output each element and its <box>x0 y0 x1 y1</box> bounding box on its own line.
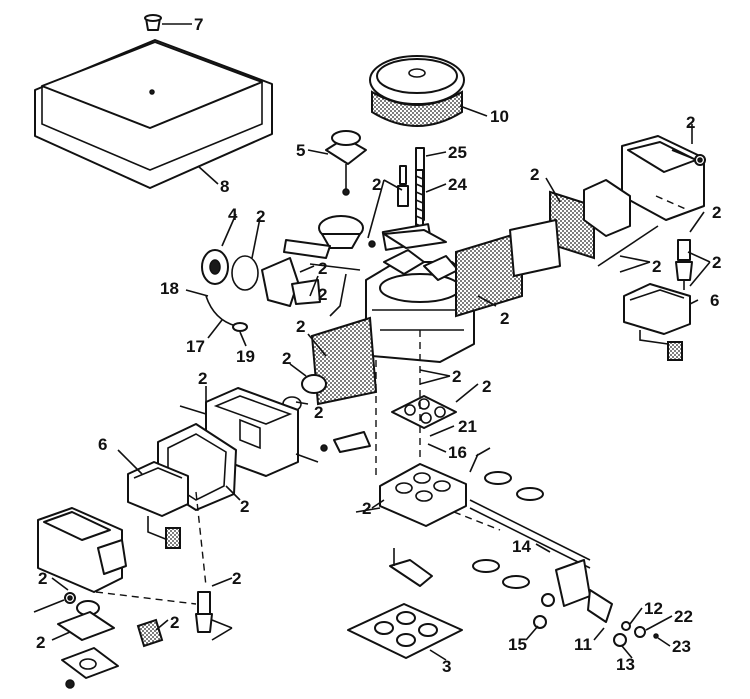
bowl-screw-right <box>671 149 706 166</box>
callout-2-e: 2 <box>652 257 661 276</box>
fuel-bowl-rod-part <box>597 225 659 267</box>
nut-13 <box>613 633 627 647</box>
callout-2-b: 2 <box>530 165 539 184</box>
throttle-shaft-part <box>469 471 591 589</box>
thermostat-cover-part <box>201 249 259 291</box>
callout-25: 25 <box>448 143 467 162</box>
leader-lines <box>51 23 711 661</box>
inlet-fitting-part <box>57 600 119 679</box>
callout-2-h: 2 <box>318 259 327 278</box>
callout-2-s: 2 <box>38 569 47 588</box>
callouts: 7 8 10 5 25 24 2 2 2 2 2 2 4 2 2 18 17 1… <box>36 15 721 676</box>
washer-23 <box>653 633 659 639</box>
callout-2-i: 2 <box>296 317 305 336</box>
choke-linkage-part <box>261 239 361 317</box>
filter-spring-part <box>136 618 164 648</box>
callout-6-b: 6 <box>98 435 107 454</box>
front-float-bowl-part <box>37 507 127 593</box>
callout-2-a: 2 <box>372 175 381 194</box>
callout-12: 12 <box>644 599 663 618</box>
callout-22: 22 <box>674 607 693 626</box>
small-screws-part <box>65 240 491 689</box>
callout-11: 11 <box>574 635 592 654</box>
callout-4: 4 <box>228 205 238 224</box>
callout-2-k: 2 <box>500 309 509 328</box>
metering-block-gasket-part <box>455 230 523 318</box>
float-part-left <box>127 461 189 541</box>
callout-2-d: 2 <box>712 203 721 222</box>
carburetor-body-part <box>365 249 475 363</box>
callout-2-t: 2 <box>232 569 241 588</box>
nut-15 <box>533 615 547 629</box>
callout-2-n: 2 <box>452 367 461 386</box>
callout-2-q: 2 <box>240 497 249 516</box>
rear-float-bowl-part <box>583 135 705 237</box>
callout-2-o: 2 <box>482 377 491 396</box>
screw-part <box>397 165 409 207</box>
callout-16: 16 <box>448 443 467 462</box>
rear-plate-part <box>509 219 561 277</box>
callout-21: 21 <box>458 417 477 436</box>
throttle-body-part <box>379 463 467 527</box>
air-filter-element-part <box>369 55 465 127</box>
callout-7: 7 <box>194 15 203 34</box>
washer-12 <box>621 621 631 631</box>
bowl-screw-left <box>33 592 76 613</box>
callout-5: 5 <box>296 141 305 160</box>
float-spring-right <box>667 341 683 361</box>
callout-3: 3 <box>442 657 451 676</box>
throttle-gasket-part <box>391 395 457 429</box>
callout-2-r: 2 <box>362 499 371 518</box>
callout-2-p: 2 <box>198 369 207 388</box>
callout-10: 10 <box>490 107 509 126</box>
callout-2-m: 2 <box>314 403 323 422</box>
callout-23: 23 <box>672 637 691 656</box>
callout-18: 18 <box>160 279 179 298</box>
callout-13: 13 <box>616 655 635 674</box>
callout-2-c: 2 <box>686 113 695 132</box>
callout-24: 24 <box>448 175 467 194</box>
assembly-lines <box>95 195 689 605</box>
float-part-right <box>623 283 691 345</box>
callout-2-l: 2 <box>282 349 291 368</box>
callout-2-u: 2 <box>36 633 45 652</box>
callout-17: 17 <box>186 337 205 356</box>
air-cleaner-cover-part <box>34 39 273 189</box>
callout-6-a: 6 <box>710 291 719 310</box>
wing-nut-part <box>144 14 162 31</box>
power-valve-part <box>282 374 327 412</box>
callout-2-j: 2 <box>318 285 327 304</box>
top-gasket-part <box>383 229 447 249</box>
choke-rod-part <box>205 295 248 332</box>
callout-8: 8 <box>220 177 229 196</box>
callout-15: 15 <box>508 635 527 654</box>
callout-14: 14 <box>512 537 531 556</box>
callout-19: 19 <box>236 347 255 366</box>
float-spring-left <box>165 527 181 549</box>
washer-22 <box>634 626 646 638</box>
choke-diaphragm-part <box>325 130 367 196</box>
callout-2-v: 2 <box>170 613 179 632</box>
base-gasket-part <box>347 603 463 659</box>
needle-valve-left <box>195 591 213 633</box>
throttle-lever-part <box>541 559 613 623</box>
callout-2-g: 2 <box>256 207 265 226</box>
callout-2-f: 2 <box>712 253 721 272</box>
needle-valve-part <box>675 239 693 290</box>
pump-lever-part <box>333 431 433 587</box>
